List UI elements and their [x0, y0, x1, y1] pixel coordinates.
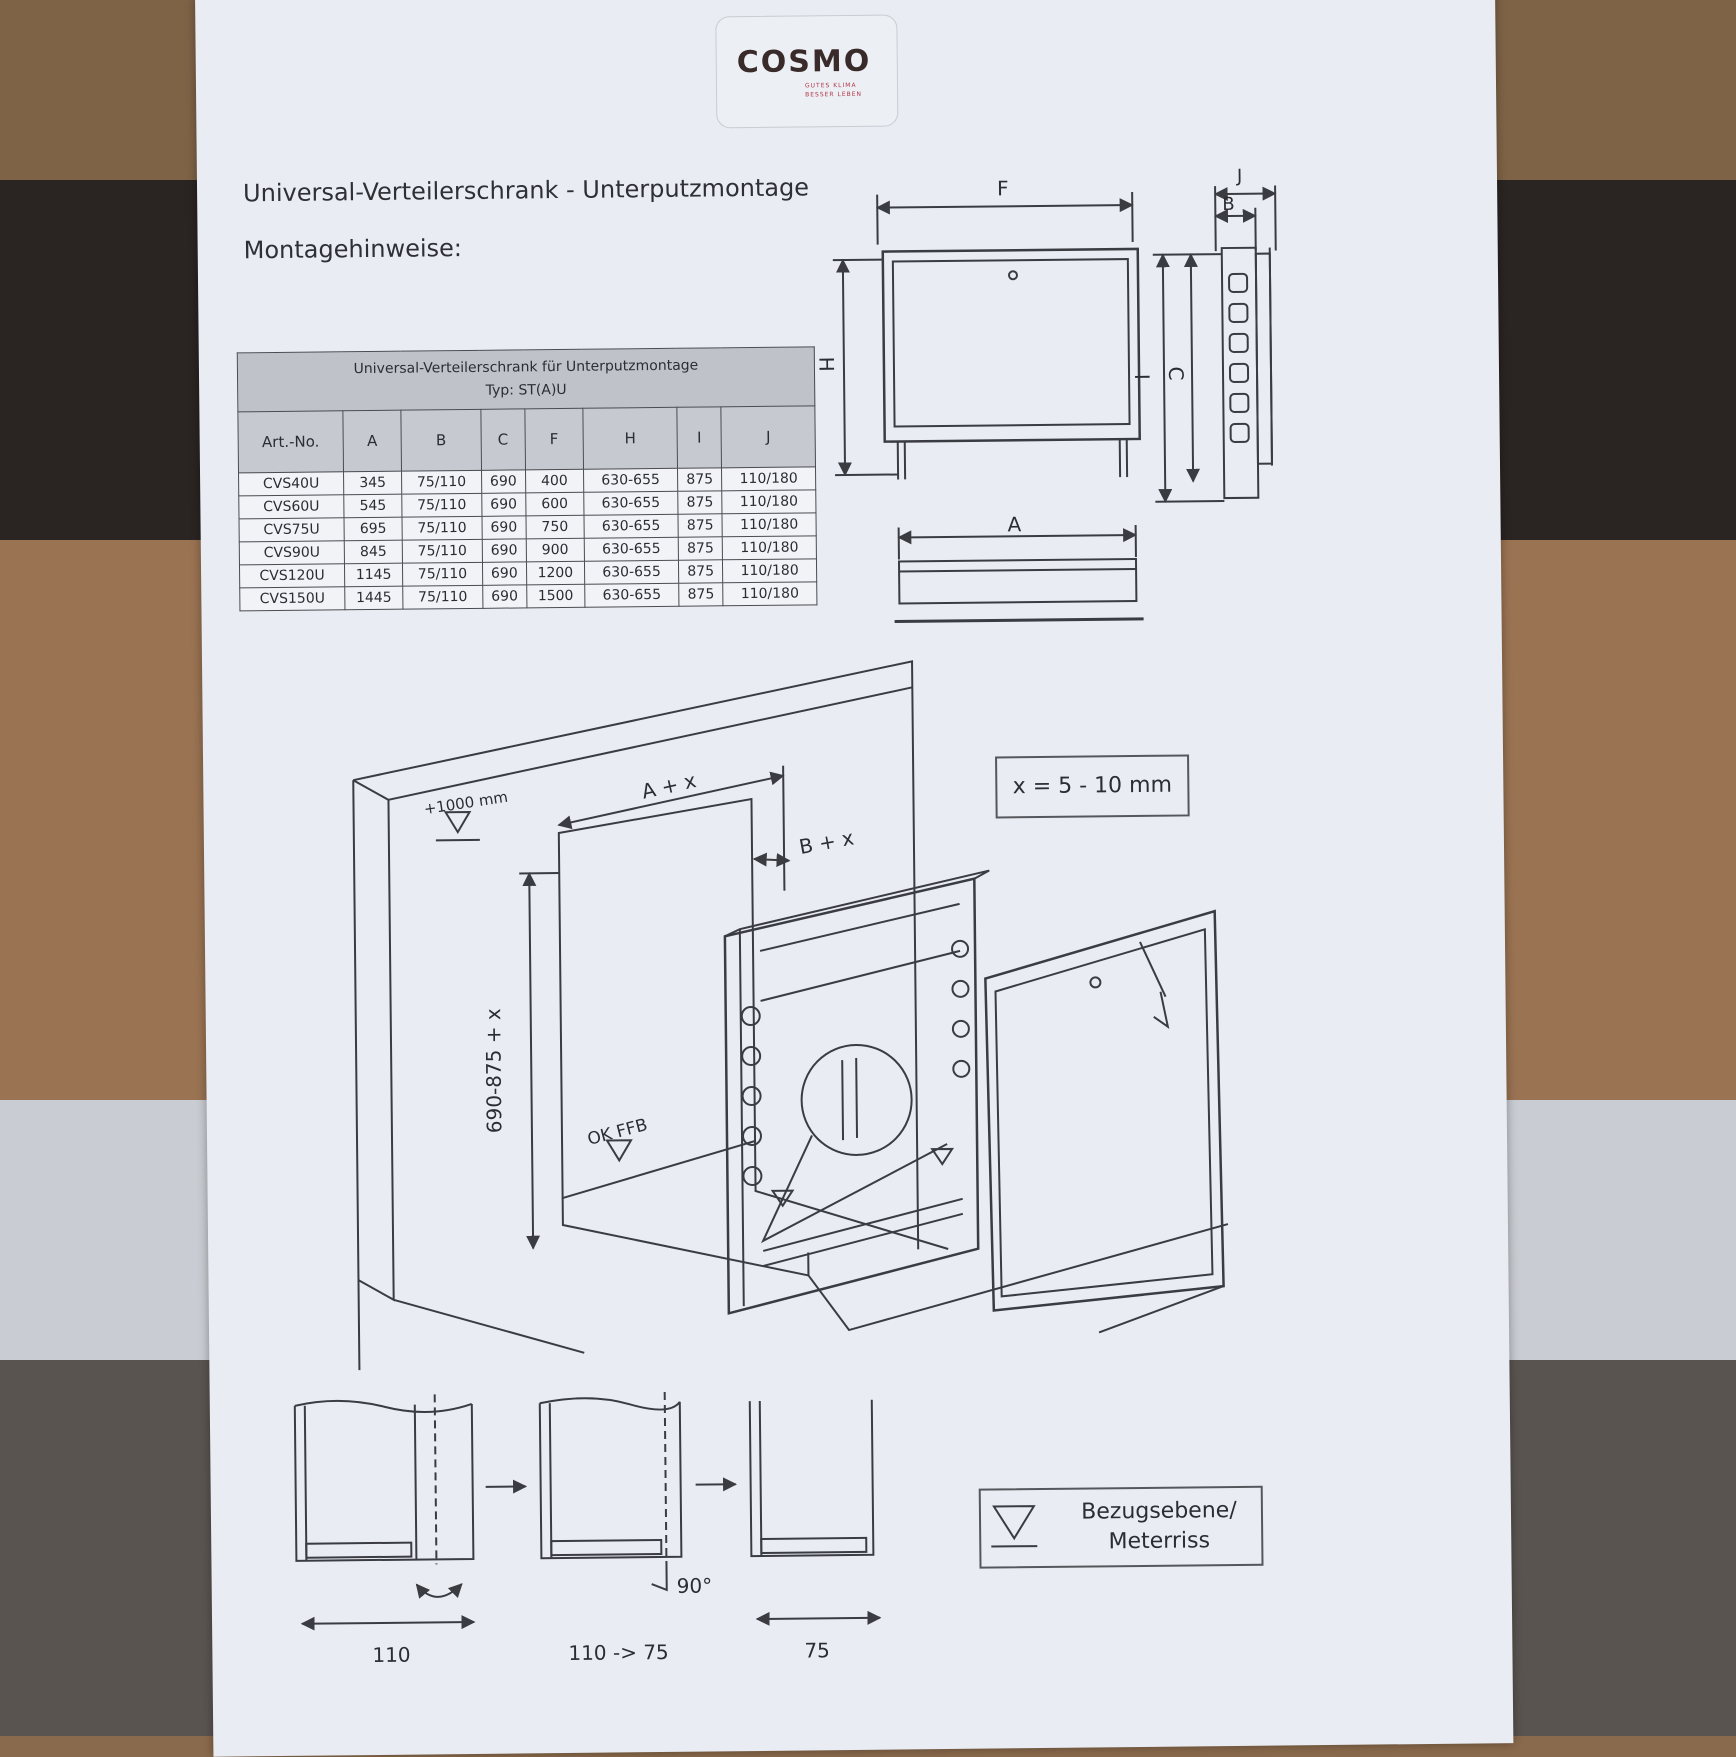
label-dimension-c: C	[1164, 366, 1188, 380]
instruction-sheet: COSMO GUTES KLIMA BESSER LEBEN Universal…	[195, 0, 1513, 1757]
side-view-drawing	[1152, 186, 1278, 502]
label-height-range: 690-875 + x	[481, 1008, 506, 1133]
label-dimension-b: B	[1222, 194, 1235, 215]
top-view-drawing	[894, 525, 1144, 622]
depth-conversion-drawing	[295, 1390, 880, 1624]
label-dimension-i: I	[1130, 374, 1154, 380]
tolerance-note: x = 5 - 10 mm	[995, 754, 1190, 818]
front-view-drawing	[832, 192, 1140, 480]
label-depth-110: 110	[372, 1643, 410, 1667]
label-dimension-f: F	[997, 176, 1009, 200]
label-dimension-j: J	[1237, 166, 1243, 187]
legend-text: Bezugsebene/ Meterriss	[1069, 1496, 1250, 1558]
label-dimension-h: H	[814, 357, 838, 372]
label-dimension-a: A	[1007, 512, 1021, 536]
label-depth-75: 75	[804, 1638, 830, 1662]
label-rotation-90: 90°	[677, 1573, 713, 1597]
legend-box: Bezugsebene/ Meterriss	[979, 1486, 1264, 1569]
technical-drawings	[195, 0, 1513, 1757]
label-depth-110-to-75: 110 -> 75	[568, 1640, 669, 1665]
